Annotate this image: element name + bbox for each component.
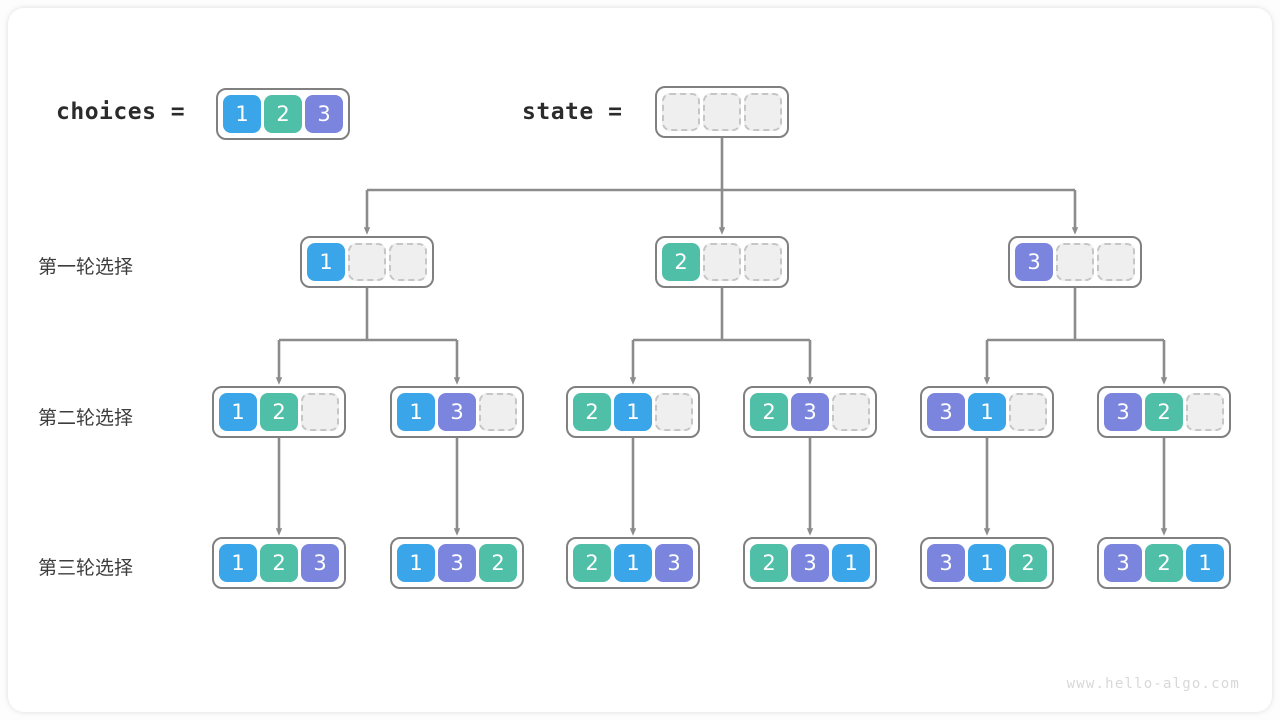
cell-empty [479, 393, 517, 431]
cell-value-1: 1 [307, 243, 345, 281]
choices-label: choices = [56, 99, 186, 125]
cell-value-1: 1 [614, 393, 652, 431]
cell-value-1: 1 [397, 393, 435, 431]
cell-empty [1186, 393, 1224, 431]
row-label-round-2: 第二轮选择 [38, 407, 134, 429]
cell-empty [655, 393, 693, 431]
cell-value-2: 2 [662, 243, 700, 281]
cell-empty [1009, 393, 1047, 431]
cell-empty [703, 243, 741, 281]
cell-value-1: 1 [219, 544, 257, 582]
cell-value-3: 3 [927, 544, 965, 582]
cell-value-2: 2 [260, 393, 298, 431]
cell-empty [744, 243, 782, 281]
cell-value-1: 1 [832, 544, 870, 582]
cell-value-3: 3 [1104, 393, 1142, 431]
cell-empty [1097, 243, 1135, 281]
node-level1-2[interactable]: 2 [655, 236, 789, 288]
cell-empty [662, 93, 700, 131]
cell-value-3: 3 [438, 393, 476, 431]
cell-value-2: 2 [750, 544, 788, 582]
cell-value-3: 3 [791, 393, 829, 431]
cell-value-1: 1 [219, 393, 257, 431]
cell-empty [389, 243, 427, 281]
cell-value-1: 1 [397, 544, 435, 582]
cell-value-1: 1 [1186, 544, 1224, 582]
cell-empty [348, 243, 386, 281]
cell-value-1: 1 [614, 544, 652, 582]
cell-value-1: 1 [968, 544, 1006, 582]
cell-empty [832, 393, 870, 431]
cell-value-2: 2 [750, 393, 788, 431]
cell-value-2: 2 [1145, 544, 1183, 582]
state-label: state = [522, 99, 623, 125]
cell-value-3: 3 [655, 544, 693, 582]
cell-value-2: 2 [1009, 544, 1047, 582]
cell-empty [301, 393, 339, 431]
cell-value-1: 1 [223, 95, 261, 133]
cell-value-2: 2 [1145, 393, 1183, 431]
cell-value-3: 3 [927, 393, 965, 431]
cell-value-2: 2 [260, 544, 298, 582]
cell-empty [744, 93, 782, 131]
cell-value-3: 3 [1015, 243, 1053, 281]
cell-value-2: 2 [479, 544, 517, 582]
cell-empty [1056, 243, 1094, 281]
cell-value-3: 3 [438, 544, 476, 582]
cell-empty [703, 93, 741, 131]
state-array[interactable] [655, 86, 789, 138]
cell-value-3: 3 [301, 544, 339, 582]
cell-value-3: 3 [1104, 544, 1142, 582]
node-level1-3[interactable]: 3 [1008, 236, 1142, 288]
cell-value-3: 3 [305, 95, 343, 133]
cell-value-2: 2 [264, 95, 302, 133]
node-level1-1[interactable]: 1 [300, 236, 434, 288]
row-label-round-3: 第三轮选择 [38, 557, 134, 579]
cell-value-2: 2 [573, 393, 611, 431]
watermark: www.hello-algo.com [1066, 676, 1240, 692]
cell-value-3: 3 [791, 544, 829, 582]
cell-value-2: 2 [573, 544, 611, 582]
cell-value-1: 1 [968, 393, 1006, 431]
row-label-round-1: 第一轮选择 [38, 256, 134, 278]
